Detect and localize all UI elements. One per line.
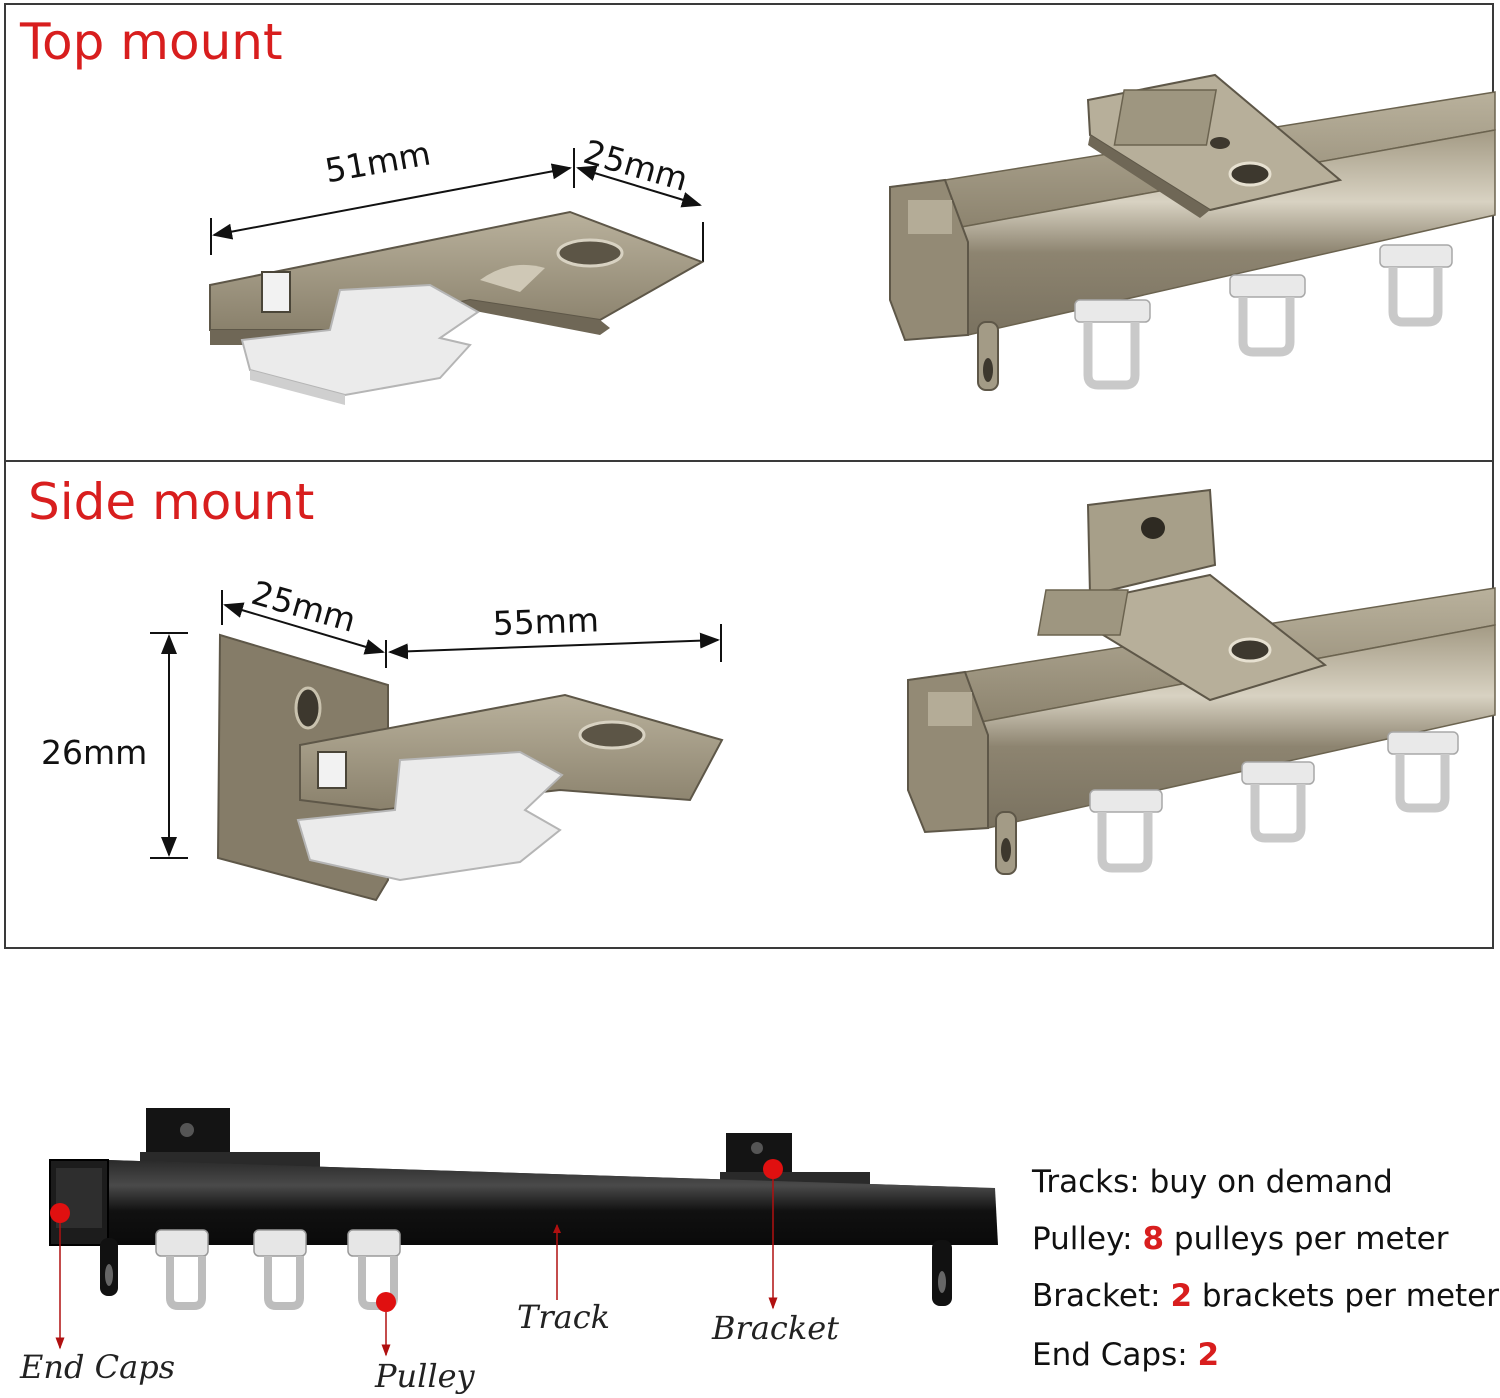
parts-diagram-illustration	[49, 1108, 998, 1357]
spec-tracks-text: buy on demand	[1139, 1164, 1393, 1200]
spec-bracket: Bracket: 2 brackets per meter	[1032, 1278, 1499, 1314]
end-caps-label: End Caps	[20, 1348, 176, 1386]
side-mount-length-label: 55mm	[492, 600, 600, 643]
track-label: Track	[517, 1298, 611, 1336]
spec-bracket-number: 2	[1170, 1278, 1193, 1314]
side-mount-height-label: 26mm	[41, 733, 148, 772]
top-mount-track-illustration	[889, 73, 1496, 391]
spec-end-caps: End Caps: 2	[1032, 1337, 1219, 1373]
top-mount-bracket-illustration	[209, 148, 705, 405]
bracket-label: Bracket	[712, 1309, 839, 1347]
spec-pulley-text: pulleys per meter	[1164, 1221, 1449, 1257]
spec-tracks: Tracks: buy on demand	[1032, 1164, 1393, 1200]
side-mount-track-illustration	[907, 488, 1496, 875]
spec-end-caps-label: End Caps:	[1032, 1337, 1188, 1373]
spec-bracket-label: Bracket:	[1032, 1278, 1161, 1314]
spec-pulley: Pulley: 8 pulleys per meter	[1032, 1221, 1449, 1257]
pulley-label: Pulley	[375, 1357, 475, 1395]
spec-bracket-text: brackets per meter	[1192, 1278, 1500, 1314]
side-mount-bracket-illustration	[150, 590, 724, 902]
spec-pulley-label: Pulley:	[1032, 1221, 1133, 1257]
top-mount-title: Top mount	[20, 13, 283, 71]
spec-end-caps-number: 2	[1197, 1337, 1220, 1373]
side-mount-title: Side mount	[28, 473, 315, 531]
spec-pulley-number: 8	[1142, 1221, 1165, 1257]
spec-tracks-label: Tracks:	[1032, 1164, 1140, 1200]
